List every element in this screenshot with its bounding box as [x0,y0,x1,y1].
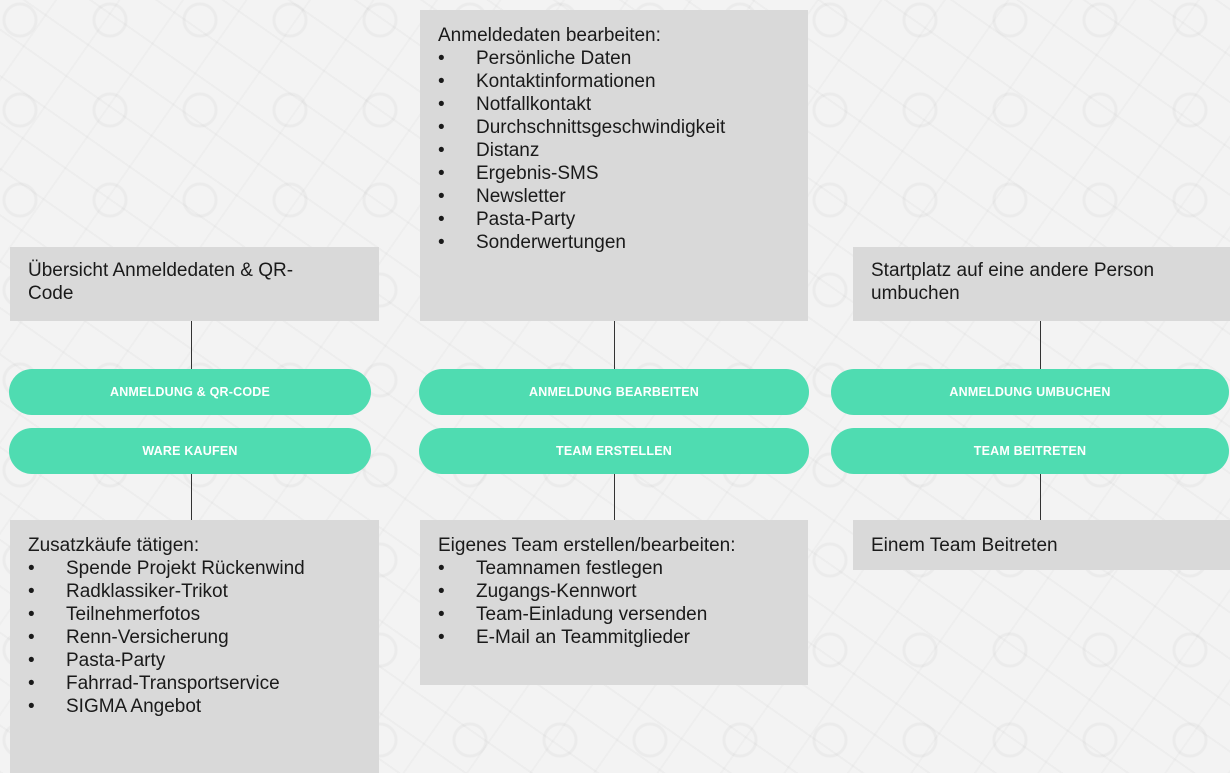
list-item: Durchschnittsgeschwindigkeit [438,116,794,139]
list-item: Persönliche Daten [438,47,794,70]
list-item: Distanz [438,139,794,162]
buy-goods-button[interactable]: WARE KAUFEN [9,428,371,474]
right-top-panel: Startplatz auf eine andere Person umbuch… [853,247,1230,321]
list-item: Sonderwertungen [438,231,794,254]
list-item: Teilnehmerfotos [28,603,365,626]
edit-registration-button[interactable]: ANMELDUNG BEARBEITEN [419,369,809,415]
left-bottom-panel-heading: Zusatzkäufe tätigen: [28,535,200,556]
right-top-panel-text: Startplatz auf eine andere Person umbuch… [871,260,1155,304]
list-item: Team-Einladung versenden [438,603,794,626]
list-item: Kontaktinformationen [438,70,794,93]
list-item: Zugangs-Kennwort [438,580,794,603]
middle-top-panel: Anmeldedaten bearbeiten: Persönliche Dat… [420,10,808,321]
rebook-registration-button[interactable]: ANMELDUNG UMBUCHEN [831,369,1229,415]
list-item: SIGMA Angebot [28,695,365,718]
list-item: Teamnamen festlegen [438,557,794,580]
list-item: Renn-Versicherung [28,626,365,649]
create-team-list: Teamnamen festlegen Zugangs-Kennwort Tea… [438,557,794,649]
left-bottom-connector [191,474,192,520]
right-bottom-panel-text: Einem Team Beitreten [871,535,1058,556]
right-bottom-connector [1040,474,1041,520]
list-item: Notfallkontakt [438,93,794,116]
middle-bottom-connector [614,474,615,520]
create-team-button[interactable]: TEAM ERSTELLEN [419,428,809,474]
list-item: Pasta-Party [438,208,794,231]
right-top-connector [1040,321,1041,369]
middle-top-connector [614,321,615,369]
additional-purchases-list: Spende Projekt Rückenwind Radklassiker-T… [28,557,365,718]
list-item: Radklassiker-Trikot [28,580,365,603]
left-top-connector [191,321,192,369]
list-item: Ergebnis-SMS [438,162,794,185]
list-item: E-Mail an Teammitglieder [438,626,794,649]
right-bottom-panel: Einem Team Beitreten [853,520,1230,570]
edit-registration-list: Persönliche Daten Kontaktinformationen N… [438,47,794,254]
registration-qr-code-button[interactable]: ANMELDUNG & QR-CODE [9,369,371,415]
middle-bottom-panel-heading: Eigenes Team erstellen/bearbeiten: [438,535,736,556]
list-item: Pasta-Party [28,649,365,672]
list-item: Spende Projekt Rückenwind [28,557,365,580]
left-top-panel-text: Übersicht Anmeldedaten & QR-Code [28,260,294,304]
join-team-button[interactable]: TEAM BEITRETEN [831,428,1229,474]
list-item: Fahrrad-Transportservice [28,672,365,695]
list-item: Newsletter [438,185,794,208]
left-top-panel: Übersicht Anmeldedaten & QR-Code [10,247,379,321]
middle-top-panel-heading: Anmeldedaten bearbeiten: [438,25,661,46]
left-bottom-panel: Zusatzkäufe tätigen: Spende Projekt Rück… [10,520,379,773]
middle-bottom-panel: Eigenes Team erstellen/bearbeiten: Teamn… [420,520,808,685]
